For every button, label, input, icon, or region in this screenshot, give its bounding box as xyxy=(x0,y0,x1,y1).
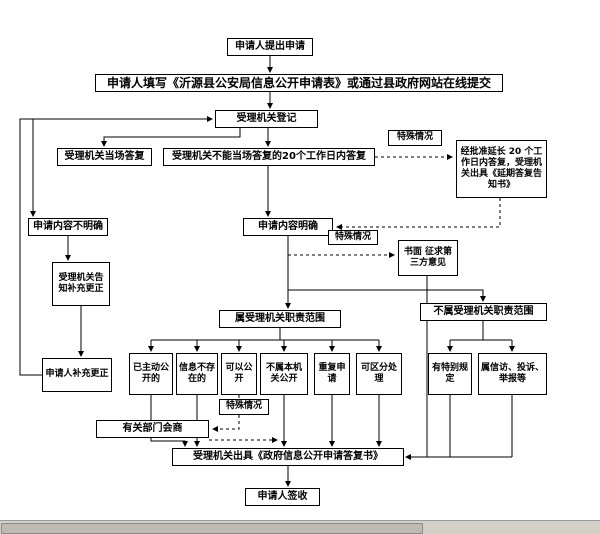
node-separable-handling: 可区分处理 xyxy=(356,353,402,395)
node-content-unclear: 申请内容不明确 xyxy=(28,218,108,236)
special-case-badge-middle: 特殊情况 xyxy=(328,230,378,245)
node-can-disclose: 可以公开 xyxy=(221,353,257,395)
node-not-this-authority: 不属本机关公开 xyxy=(260,353,308,395)
node-content-clear: 申请内容明确 xyxy=(243,218,333,236)
node-within-authority-scope: 属受理机关职责范围 xyxy=(219,310,341,328)
node-fill-application-form: 申请人填写《沂源县公安局信息公开申请表》或通过县政府网站在线提交 xyxy=(95,74,503,92)
node-reply-within-20-days: 受理机关不能当场答复的20个工作日内答复 xyxy=(163,148,375,166)
node-applicant-supplements: 申请人补充更正 xyxy=(42,358,112,392)
special-case-badge-bottom: 特殊情况 xyxy=(219,399,269,415)
node-extended-reply-notice: 经批准延长 20 个工作日内答复，受理机关出具《延期答复告知书》 xyxy=(456,140,547,198)
node-reply-on-spot: 受理机关当场答复 xyxy=(57,148,152,166)
node-special-provisions: 有特别规定 xyxy=(428,353,472,395)
node-seek-third-party-opinion: 书面 征求第三方意见 xyxy=(398,240,458,276)
node-outside-authority-scope: 不属受理机关职责范围 xyxy=(420,303,547,321)
node-repeated-application: 重复申请 xyxy=(314,353,350,395)
horizontal-scrollbar[interactable] xyxy=(0,520,600,534)
node-notify-supplement-correction: 受理机关告知补充更正 xyxy=(52,262,110,306)
node-info-not-exist: 信息不存在的 xyxy=(176,353,218,395)
horizontal-scrollbar-thumb[interactable] xyxy=(1,523,423,534)
node-already-disclosed: 已主动公开的 xyxy=(129,353,173,395)
node-issue-reply-document: 受理机关出具《政府信息公开申请答复书》 xyxy=(172,448,404,466)
node-applicant-submits: 申请人提出申请 xyxy=(227,38,313,56)
node-applicant-signs-receipt: 申请人签收 xyxy=(245,488,320,506)
node-petition-complaint-report: 属信访、投诉、举报等 xyxy=(478,353,547,395)
node-authority-registration: 受理机关登记 xyxy=(215,110,318,128)
special-case-badge-top: 特殊情况 xyxy=(388,130,442,146)
node-department-consultation: 有关部门会商 xyxy=(96,420,209,438)
